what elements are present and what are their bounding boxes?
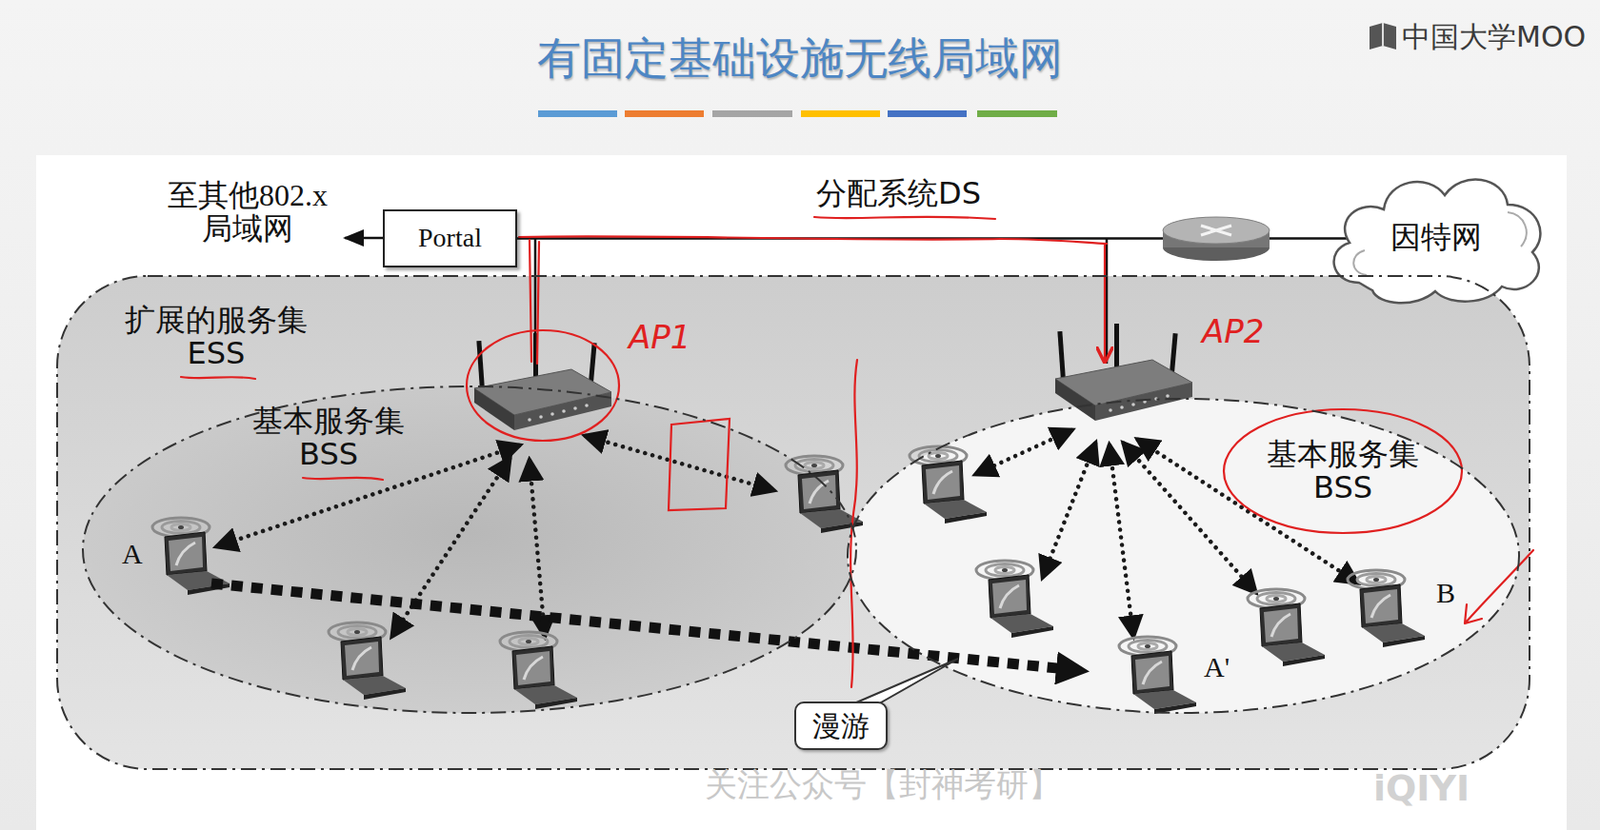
platform-watermark: 中国大学MOO [1401, 20, 1586, 53]
access-point-ap2 [1055, 323, 1193, 421]
video-watermark: iQIYI [1373, 769, 1470, 810]
laptops [152, 446, 1425, 715]
roaming-callout: 漫游 [794, 701, 888, 751]
mooc-logo [1369, 22, 1397, 50]
bss-ellipse: 基本服务集 BSS [846, 398, 1520, 715]
ess-outline [56, 275, 1531, 771]
handwritten-note: AP2 [1201, 314, 1264, 350]
handwritten-note: AP1 [628, 320, 691, 356]
region-heading: 基本服务集 BSS [238, 404, 420, 472]
bss-right-fill [847, 399, 1520, 714]
cloud-inner-line [1353, 212, 1526, 276]
router-icon [1162, 217, 1270, 261]
white-panel [36, 155, 1567, 830]
bss-ellipse: 基本服务集 BSS [81, 385, 858, 715]
portal-box: Portal [382, 209, 518, 268]
bss-border [847, 399, 1520, 714]
destination-label: 至其他802.x 局域网 [152, 179, 343, 246]
node-text: 因特网 [1390, 220, 1482, 255]
ess-region: 扩展的服务集 ESS 基本服务集 BSS 基本服务集 BSS 漫游 [56, 275, 1531, 771]
title-color-bars [538, 110, 1058, 118]
internet-cloud: 因特网 [1320, 166, 1552, 310]
ess-border [57, 276, 1530, 770]
callout-pointer [847, 659, 959, 707]
ds-drop-lines [535, 238, 1107, 374]
region-heading: 扩展的服务集 ESS [112, 303, 320, 371]
ess-fill [57, 276, 1530, 770]
bss-outline [81, 385, 858, 715]
cloud-shape [1334, 180, 1541, 304]
access-point-ap1 [474, 333, 612, 431]
red-annotations [180, 217, 1534, 688]
station-label: B [1436, 577, 1456, 609]
node-text: Portal [418, 223, 482, 254]
slide-title: 有固定基础设施无线局域网 [0, 34, 1600, 83]
watermark: 关注公众号【封神考研】 [704, 767, 1061, 803]
station-label: A' [1203, 651, 1230, 683]
station-label: A [121, 538, 143, 570]
bss-border [82, 386, 857, 714]
bss-left-fill [82, 386, 857, 714]
edge-label: 分配系统DS [816, 177, 981, 211]
node-text: 漫游 [812, 710, 870, 742]
wireless-links [217, 430, 1358, 637]
region-heading: 基本服务集 BSS [1252, 438, 1434, 505]
portal-output-arrow [344, 237, 383, 240]
roaming-path [211, 583, 1077, 671]
